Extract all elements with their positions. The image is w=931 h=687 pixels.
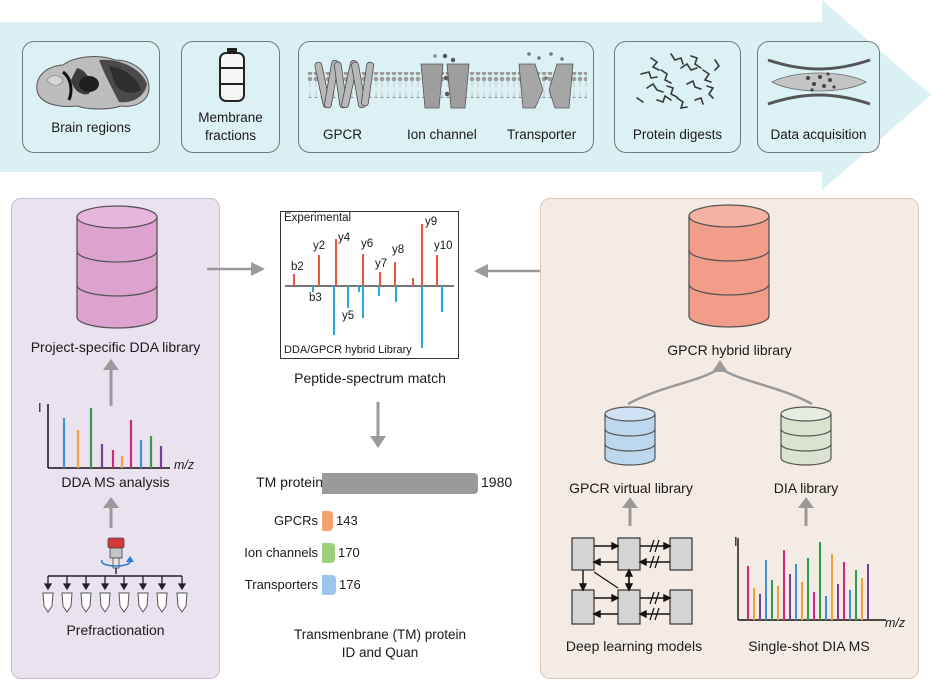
dia-library-label: DIA library bbox=[773, 480, 839, 496]
protein-digests-label: Protein digests bbox=[632, 127, 723, 142]
membrane-label-line2: fractions bbox=[204, 128, 257, 143]
psm-caption: Peptide-spectrum match bbox=[294, 370, 446, 386]
ion-label-b3: b3 bbox=[309, 292, 322, 304]
dda-library-label: Project-specific DDA library bbox=[30, 339, 201, 355]
ion-label-y2: y2 bbox=[313, 240, 326, 252]
neural-network-icon bbox=[571, 537, 693, 625]
dia-library-database-icon bbox=[780, 406, 832, 466]
brain-icon bbox=[36, 56, 150, 110]
virtual-library-database-icon bbox=[604, 406, 656, 466]
protein-digests-card: Protein digests bbox=[614, 41, 741, 153]
prefractionation-label: Prefractionation bbox=[66, 622, 165, 638]
ion-source-icon bbox=[767, 58, 871, 106]
category-label-transporters: Transporters bbox=[244, 577, 318, 592]
bar-transporters bbox=[322, 575, 336, 595]
bar-tm-proteins bbox=[322, 473, 478, 494]
value-label-tm-proteins: 1980 bbox=[481, 474, 513, 490]
data-acquisition-card: Data acquisition bbox=[757, 41, 880, 153]
dda-spectrum-x-axis: m/z bbox=[174, 458, 195, 472]
tm-caption-line2: ID and Quan bbox=[341, 645, 419, 660]
category-label-gpcrs: GPCRs bbox=[273, 513, 318, 528]
ion-channel-shape bbox=[420, 53, 470, 109]
merge-arrow bbox=[627, 360, 813, 406]
bar-ion-channels bbox=[322, 543, 335, 563]
dda-spectrum-y-axis: I bbox=[38, 400, 42, 415]
membrane-proteins-icon bbox=[307, 52, 587, 109]
membrane-proteins-card: GPCR Ion channel Transporter bbox=[298, 41, 594, 153]
tm-protein-bar-chart: TM proteins 1980 GPCRs 143 Ion channels … bbox=[220, 466, 540, 606]
ion-channel-label: Ion channel bbox=[407, 127, 477, 142]
ion-label-b2: b2 bbox=[291, 261, 304, 273]
single-shot-label: Single-shot DIA MS bbox=[748, 638, 870, 654]
arrow-left-to-psm bbox=[207, 262, 265, 276]
value-label-gpcrs: 143 bbox=[336, 513, 358, 528]
arrow-up-to-virtual-library bbox=[622, 497, 638, 526]
arrow-up-to-analysis bbox=[103, 497, 119, 528]
transporter-label: Transporter bbox=[507, 127, 577, 142]
gpcr-label: GPCR bbox=[323, 127, 363, 142]
deep-learning-label: Deep learning models bbox=[565, 638, 703, 654]
dia-spectrum-plot bbox=[737, 538, 886, 621]
membrane-fractions-card: Membrane fractions bbox=[181, 41, 280, 153]
hybrid-library-database-icon bbox=[688, 204, 770, 328]
brain-regions-label: Brain regions bbox=[51, 120, 131, 135]
brain-regions-card: Brain regions bbox=[22, 41, 160, 153]
hybrid-library-label: GPCR hybrid library bbox=[667, 342, 792, 358]
peptides-icon bbox=[636, 53, 721, 110]
data-acquisition-label: Data acquisition bbox=[770, 127, 867, 142]
bar-gpcrs bbox=[322, 511, 333, 531]
ion-label-y7: y7 bbox=[375, 258, 388, 270]
membrane-label-line1: Membrane bbox=[198, 110, 263, 125]
value-label-transporters: 176 bbox=[339, 577, 361, 592]
dda-spectrum-plot bbox=[47, 404, 170, 469]
psm-library-label: DDA/GPCR hybrid Library bbox=[284, 344, 412, 356]
prefractionation-icon bbox=[42, 537, 188, 613]
ion-label-y5: y5 bbox=[342, 310, 355, 322]
arrow-up-to-library bbox=[103, 359, 119, 406]
psm-mirror-plot bbox=[285, 224, 454, 348]
ion-label-y4: y4 bbox=[338, 232, 351, 244]
ion-label-y10: y10 bbox=[434, 240, 453, 252]
value-label-ion-channels: 170 bbox=[338, 545, 360, 560]
tube-icon bbox=[219, 48, 245, 102]
dda-library-database-icon bbox=[76, 205, 158, 329]
arrow-up-to-dia-library bbox=[798, 497, 814, 526]
category-label-tm-proteins: TM proteins bbox=[256, 474, 330, 490]
virtual-library-label: GPCR virtual library bbox=[569, 480, 693, 496]
dia-spectrum-y-axis: I bbox=[734, 534, 738, 549]
tm-caption-line1: Transmenbrane (TM) protein bbox=[293, 627, 467, 642]
dda-analysis-label: DDA MS analysis bbox=[61, 474, 170, 490]
arrow-down-to-chart bbox=[370, 402, 386, 448]
ion-label-y6: y6 bbox=[361, 238, 374, 250]
psm-experimental-label: Experimental bbox=[284, 212, 352, 224]
category-label-ion-channels: Ion channels bbox=[244, 545, 318, 560]
dia-spectrum-x-axis: m/z bbox=[885, 616, 906, 630]
ion-label-y8: y8 bbox=[392, 244, 405, 256]
ion-label-y9: y9 bbox=[425, 216, 438, 228]
